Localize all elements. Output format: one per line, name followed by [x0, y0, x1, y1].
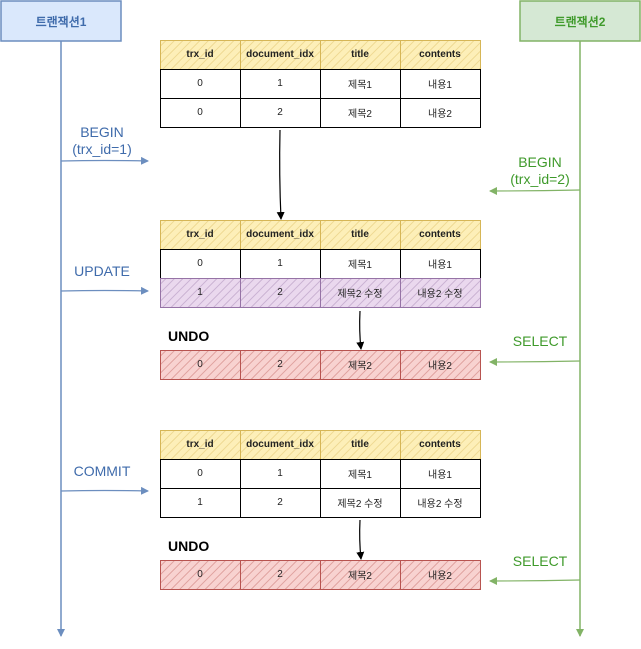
table1-row2-trx-id: 0 — [159, 97, 241, 128]
table2-row1-title: 제목1 — [319, 248, 401, 279]
table3-header-title: title — [319, 429, 401, 460]
begin1-arrow — [60, 156, 149, 165]
table2-header-contents: contents — [399, 219, 481, 250]
begin1-label-line1: BEGIN — [80, 124, 124, 140]
table1-header-document-idx: document_idx — [239, 39, 321, 70]
begin1-label: BEGIN (trx_id=1) — [62, 124, 142, 158]
table1-row1-trx-id: 0 — [159, 68, 241, 99]
table3-row1-trx-id: 0 — [159, 458, 241, 489]
table3: trx_id document_idx title contents 0 1 제… — [159, 429, 481, 518]
transaction2-title: 트랜잭션2 — [554, 14, 606, 29]
select1-arrow — [489, 357, 581, 366]
table3-header-document-idx: document_idx — [239, 429, 321, 460]
undo1-document-idx: 2 — [239, 349, 321, 380]
begin2-arrow — [489, 186, 581, 195]
undo2-row: 0 2 제목2 내용2 — [159, 559, 481, 590]
undo2-document-idx: 2 — [239, 559, 321, 590]
table2-header-document-idx: document_idx — [239, 219, 321, 250]
table1-row1-title: 제목1 — [319, 68, 401, 99]
table1-row2-contents: 내용2 — [399, 97, 481, 128]
row-to-undo2-arrow — [356, 519, 365, 560]
transaction1-box — [0, 0, 122, 42]
table1-row2-title: 제목2 — [319, 97, 401, 128]
undo1-label: UNDO — [168, 328, 210, 344]
undo2-label: UNDO — [168, 538, 210, 554]
select2-arrow — [489, 576, 581, 585]
table3-row1-contents: 내용1 — [399, 458, 481, 489]
table1-header-trx-id: trx_id — [159, 39, 241, 70]
undo2-title: 제목2 — [319, 559, 401, 590]
undo1-title: 제목2 — [319, 349, 401, 380]
commit-arrow — [60, 486, 149, 495]
table2-row1-contents: 내용1 — [399, 248, 481, 279]
undo1-contents: 내용2 — [399, 349, 481, 380]
table2-header-title: title — [319, 219, 401, 250]
transaction2-box — [519, 0, 641, 42]
update-arrow — [60, 286, 149, 295]
undo1-trx-id: 0 — [159, 349, 241, 380]
table2-header-trx-id: trx_id — [159, 219, 241, 250]
table2-row1-document-idx: 1 — [239, 248, 321, 279]
table3-header-trx-id: trx_id — [159, 429, 241, 460]
begin2-label-line2: (trx_id=2) — [510, 171, 570, 187]
undo2-contents: 내용2 — [399, 559, 481, 590]
table3-row2-title: 제목2 수정 — [319, 487, 401, 518]
table3-row2-trx-id: 1 — [159, 487, 241, 518]
table2-row1-trx-id: 0 — [159, 248, 241, 279]
table1: trx_id document_idx title contents 0 1 제… — [159, 39, 481, 128]
undo2-trx-id: 0 — [159, 559, 241, 590]
table2-row2-document-idx: 2 — [239, 277, 321, 308]
table1-header-contents: contents — [399, 39, 481, 70]
table3-row1-title: 제목1 — [319, 458, 401, 489]
begin2-label-line1: BEGIN — [518, 154, 562, 170]
begin1-label-line2: (trx_id=1) — [72, 141, 132, 157]
table1-row2-document-idx: 2 — [239, 97, 321, 128]
update-label: UPDATE — [74, 263, 130, 279]
table1-row1-document-idx: 1 — [239, 68, 321, 99]
table3-header-contents: contents — [399, 429, 481, 460]
table1-to-table2-arrow — [276, 129, 285, 220]
table3-row2-document-idx: 2 — [239, 487, 321, 518]
begin2-label: BEGIN (trx_id=2) — [500, 154, 580, 188]
table2-row2-title: 제목2 수정 — [319, 277, 401, 308]
transaction1-title: 트랜잭션1 — [35, 14, 87, 29]
table2: trx_id document_idx title contents 0 1 제… — [159, 219, 481, 308]
table2-row2-trx-id: 1 — [159, 277, 241, 308]
commit-label: COMMIT — [73, 463, 131, 479]
table3-row2-contents: 내용2 수정 — [399, 487, 481, 518]
table1-row1-contents: 내용1 — [399, 68, 481, 99]
table2-row2-contents: 내용2 수정 — [399, 277, 481, 308]
row-to-undo1-arrow — [356, 310, 365, 350]
select2-label: SELECT — [512, 553, 568, 569]
undo1-row: 0 2 제목2 내용2 — [159, 349, 481, 380]
select1-label: SELECT — [512, 333, 568, 349]
table1-header-title: title — [319, 39, 401, 70]
table3-row1-document-idx: 1 — [239, 458, 321, 489]
